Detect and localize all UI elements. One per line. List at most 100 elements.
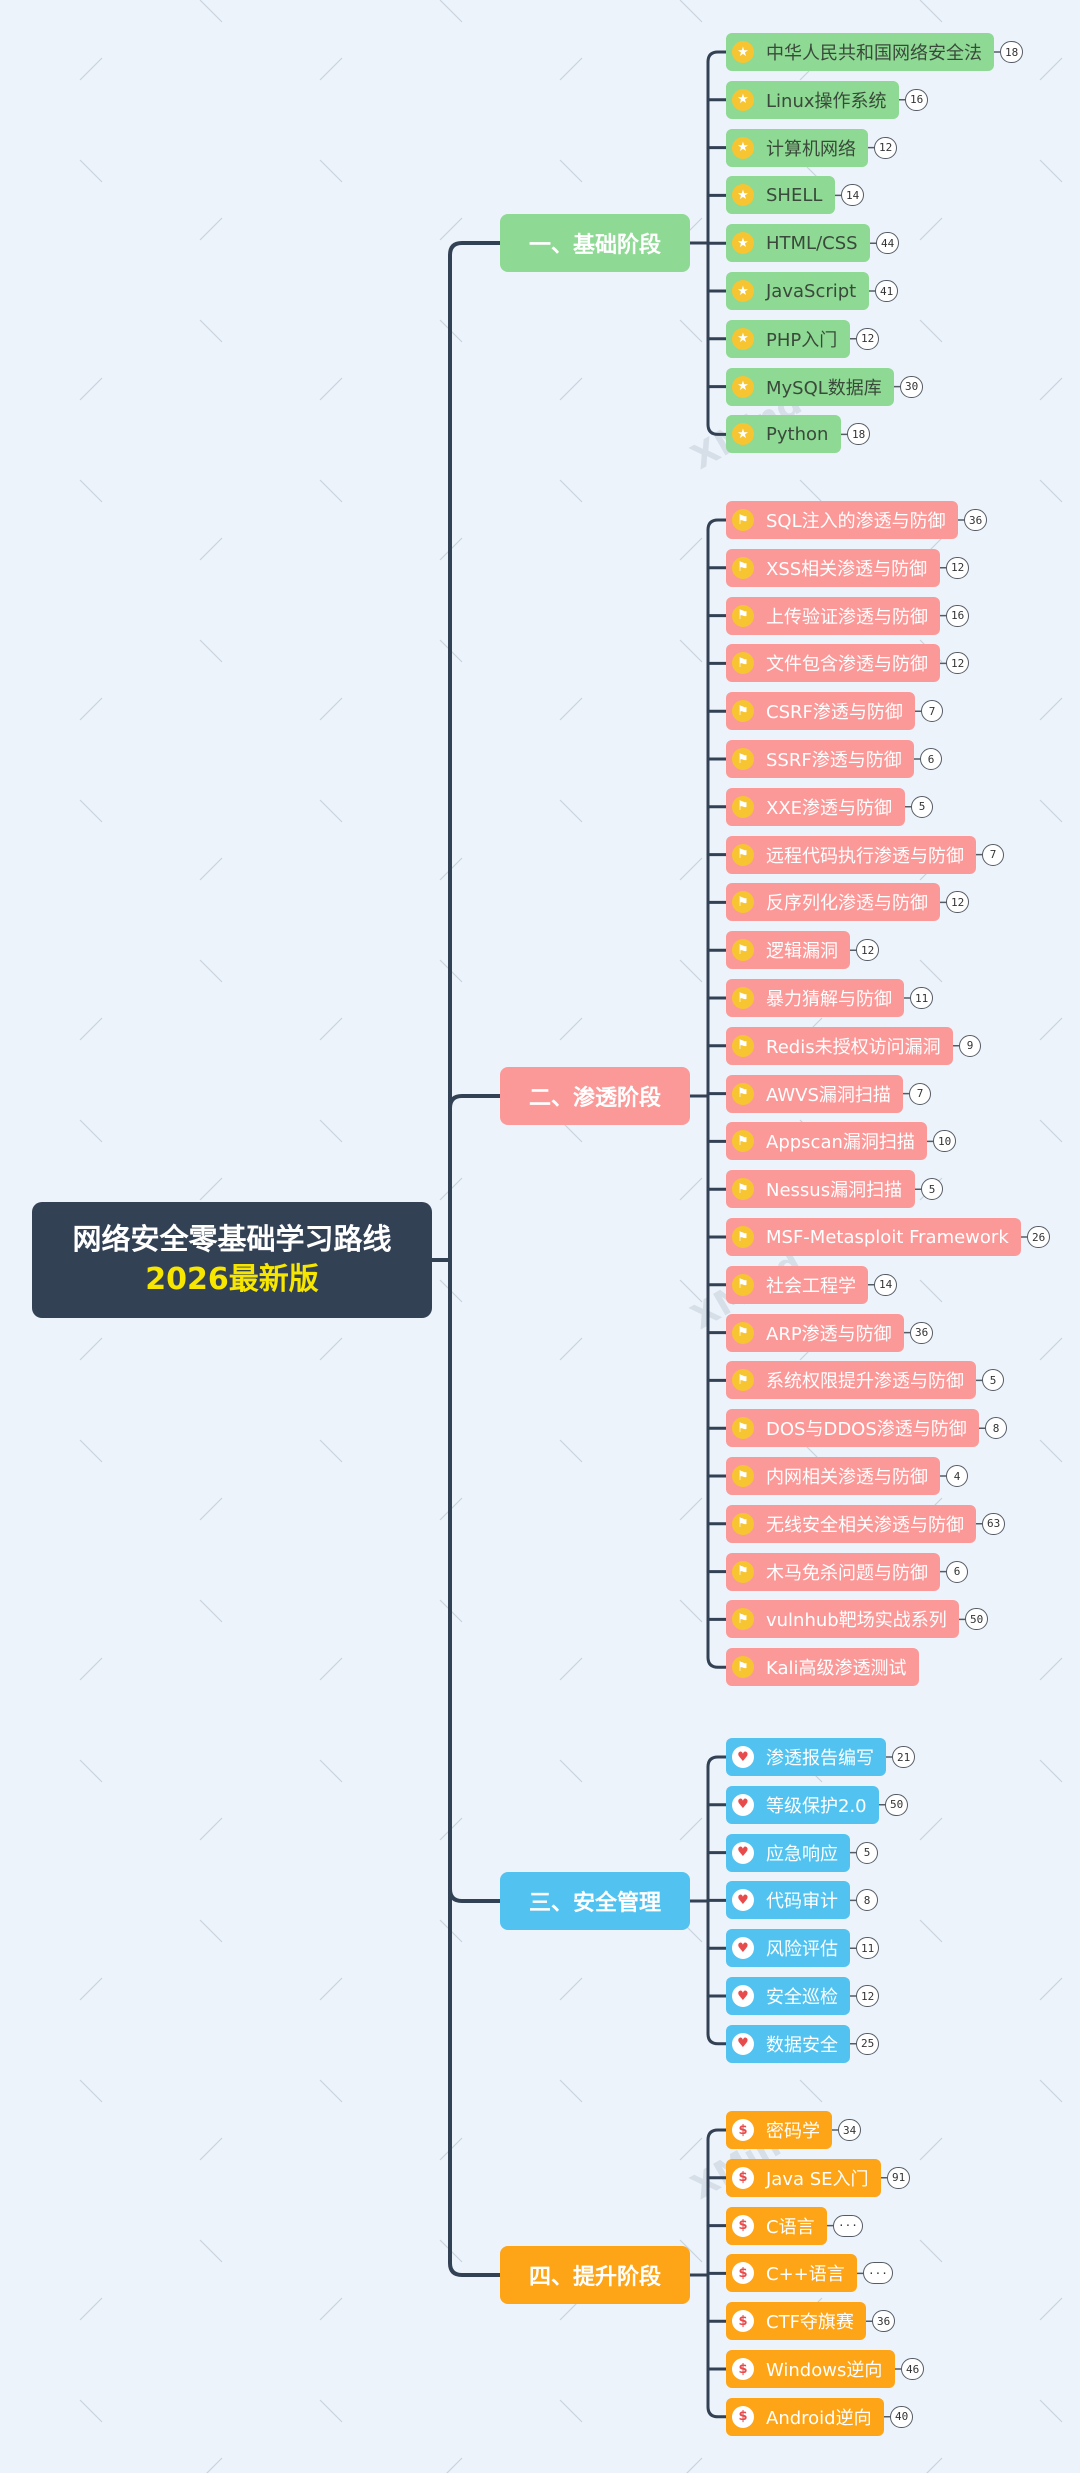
topic-item[interactable]: ⚑文件包含渗透与防御 [726,644,940,683]
count-badge[interactable]: ··· [863,2262,893,2285]
count-badge[interactable]: 18 [847,423,871,446]
topic-item[interactable]: ⚑远程代码执行渗透与防御 [726,835,976,874]
count-badge[interactable]: 5 [856,1841,878,1864]
topic-item[interactable]: ⚑上传验证渗透与防御 [726,596,940,635]
topic-item[interactable]: ⚑MSF-Metasploit Framework [726,1218,1021,1256]
topic-item[interactable]: ⚑无线安全相关渗透与防御 [726,1504,976,1543]
stage-node-1[interactable]: 一、基础阶段 [500,214,690,272]
count-badge[interactable]: 5 [982,1369,1004,1392]
count-badge[interactable]: 6 [946,1560,968,1583]
topic-item[interactable]: $C++语言 [726,2254,857,2293]
count-badge[interactable]: 44 [876,232,900,255]
topic-item[interactable]: ♥数据安全 [726,2024,850,2063]
topic-item[interactable]: ⚑反序列化渗透与防御 [726,883,940,922]
count-badge[interactable]: 12 [946,891,970,914]
topic-item[interactable]: ⚑暴力猜解与防御 [726,979,904,1017]
topic-item[interactable]: ⚑内网相关渗透与防御 [726,1457,940,1495]
topic-item[interactable]: ⚑ARP渗透与防御 [726,1313,904,1352]
topic-item[interactable]: ⚑XSS相关渗透与防御 [726,548,940,587]
count-badge[interactable]: 50 [885,1793,909,1816]
topic-item[interactable]: ★Linux操作系统 [726,80,899,119]
topic-item[interactable]: $Android逆向 [726,2397,884,2436]
count-badge[interactable]: 4 [946,1465,968,1487]
stage-node-4[interactable]: 四、提升阶段 [500,2246,690,2304]
topic-item[interactable]: ★中华人民共和国网络安全法 [726,33,994,71]
count-badge[interactable]: 30 [900,375,924,398]
topic-item[interactable]: ★SHELL [726,176,835,215]
count-badge[interactable]: 12 [856,1985,880,2007]
count-badge[interactable]: 40 [890,2405,914,2428]
count-badge[interactable]: 10 [933,1130,957,1153]
topic-item[interactable]: ★PHP入门 [726,319,850,358]
topic-item[interactable]: ★Python [726,415,841,454]
topic-item[interactable]: $C语言 [726,2206,827,2245]
count-badge[interactable]: 8 [985,1417,1007,1440]
topic-item[interactable]: $Java SE入门 [726,2158,881,2197]
count-badge[interactable]: 41 [875,280,899,302]
count-badge[interactable]: 5 [911,795,933,818]
count-badge[interactable]: 12 [856,327,880,350]
stage-node-2[interactable]: 二、渗透阶段 [500,1067,690,1125]
count-badge[interactable]: 9 [959,1034,981,1057]
count-badge[interactable]: 11 [856,1937,880,1960]
count-badge[interactable]: 16 [905,88,929,111]
count-badge[interactable]: 14 [874,1273,898,1296]
topic-item[interactable]: ♥风险评估 [726,1929,850,1968]
topic-item[interactable]: ⚑Nessus漏洞扫描 [726,1170,915,1209]
topic-item[interactable]: ⚑CSRF渗透与防御 [726,692,915,731]
count-badge[interactable]: 36 [910,1321,934,1344]
count-badge[interactable]: 12 [946,652,970,675]
topic-item[interactable]: ⚑SSRF渗透与防御 [726,740,914,778]
count-badge[interactable]: 36 [872,2310,896,2333]
count-badge[interactable]: 7 [982,843,1004,866]
count-badge[interactable]: 7 [921,700,943,723]
topic-item[interactable]: $Windows逆向 [726,2350,895,2388]
topic-item[interactable]: ★MySQL数据库 [726,367,894,406]
topic-item[interactable]: ⚑逻辑漏洞 [726,931,850,970]
count-badge[interactable]: 46 [901,2358,925,2380]
topic-item[interactable]: ⚑vulnhub靶场实战系列 [726,1600,959,1639]
topic-item[interactable]: ♥安全巡检 [726,1977,850,2015]
topic-item[interactable]: ♥等级保护2.0 [726,1785,879,1824]
topic-item[interactable]: ⚑AWVS漏洞扫描 [726,1074,903,1113]
count-badge[interactable]: 12 [856,939,880,962]
topic-item[interactable]: ★HTML/CSS [726,224,870,263]
count-badge[interactable]: 34 [838,2119,862,2141]
count-badge[interactable]: 50 [965,1608,989,1631]
count-badge[interactable]: 6 [920,748,942,770]
count-badge[interactable]: 14 [841,184,865,207]
topic-item[interactable]: ⚑Kali高级渗透测试 [726,1648,919,1687]
topic-item[interactable]: $密码学 [726,2111,832,2149]
count-badge[interactable]: 11 [910,987,934,1009]
count-badge[interactable]: 91 [887,2166,911,2189]
topic-item[interactable]: ⚑Appscan漏洞扫描 [726,1122,927,1161]
topic-item[interactable]: ⚑SQL注入的渗透与防御 [726,501,958,539]
topic-item[interactable]: ⚑Redis未授权访问漏洞 [726,1026,953,1065]
topic-item[interactable]: ⚑XXE渗透与防御 [726,787,905,826]
root-node[interactable]: 网络安全零基础学习路线 2026最新版 [32,1202,432,1318]
count-badge[interactable]: 21 [892,1746,916,1768]
count-badge[interactable]: 12 [874,136,898,159]
topic-item[interactable]: ♥渗透报告编写 [726,1738,886,1776]
topic-item[interactable]: ★JavaScript [726,272,869,310]
stage-node-3[interactable]: 三、安全管理 [500,1872,690,1930]
count-badge[interactable]: 25 [856,2032,880,2055]
topic-item[interactable]: ♥应急响应 [726,1833,850,1872]
count-badge[interactable]: 18 [1000,41,1024,63]
topic-item[interactable]: ★计算机网络 [726,128,868,167]
topic-item[interactable]: ⚑木马免杀问题与防御 [726,1552,940,1591]
topic-item[interactable]: ⚑DOS与DDOS渗透与防御 [726,1409,979,1448]
count-badge[interactable]: 36 [964,509,988,531]
count-badge[interactable]: 8 [856,1889,878,1912]
topic-item[interactable]: ⚑社会工程学 [726,1265,868,1304]
topic-item[interactable]: ♥代码审计 [726,1881,850,1920]
count-badge[interactable]: 12 [946,556,970,579]
count-badge[interactable]: 7 [909,1082,931,1105]
count-badge[interactable]: 16 [946,604,970,627]
count-badge[interactable]: 26 [1027,1226,1051,1248]
count-badge[interactable]: 5 [921,1178,943,1201]
count-badge[interactable]: ··· [833,2214,863,2237]
topic-item[interactable]: $CTF夺旗赛 [726,2302,866,2341]
count-badge[interactable]: 63 [982,1512,1006,1535]
topic-item[interactable]: ⚑系统权限提升渗透与防御 [726,1361,976,1400]
